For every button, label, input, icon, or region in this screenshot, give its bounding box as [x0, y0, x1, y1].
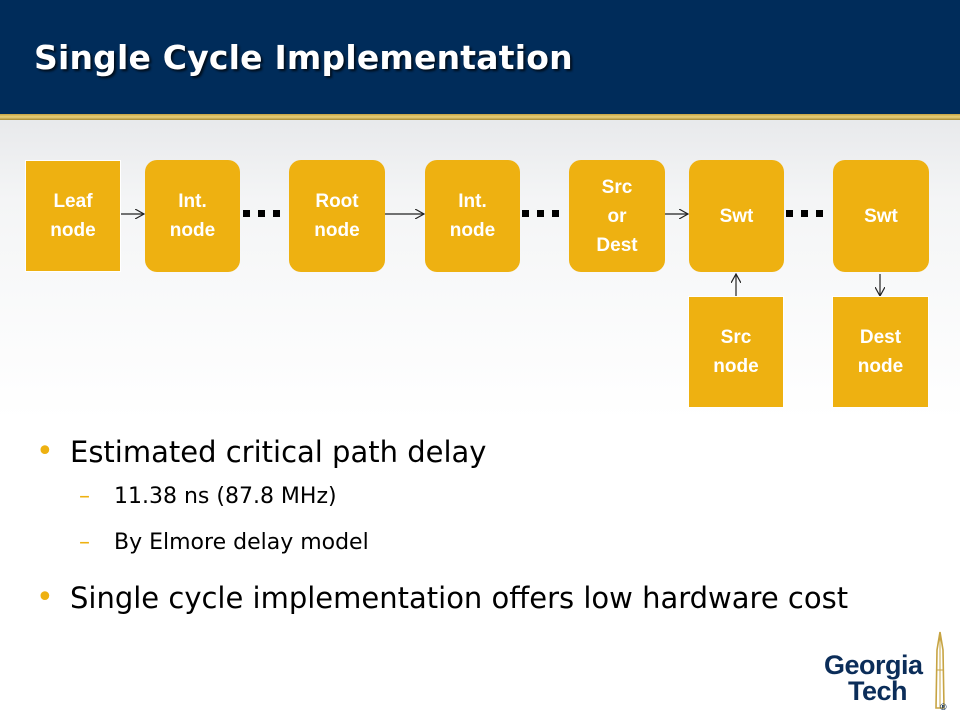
logo-word-georgia: Georgia — [824, 650, 923, 680]
node-root: Root node — [289, 160, 385, 272]
node-int-1: Int. node — [145, 160, 240, 272]
node-dest: Dest node — [832, 296, 929, 408]
logo-word-tech: Tech — [848, 676, 908, 706]
ellipsis-connector — [786, 210, 823, 217]
node-leaf: Leaf node — [25, 160, 121, 272]
registered-mark: ® — [940, 702, 947, 712]
node-src-or-dest: Src or Dest — [569, 160, 665, 272]
node-swt-2: Swt — [833, 160, 929, 272]
georgia-tech-logo: Georgia Tech ® — [822, 630, 952, 714]
node-swt-1: Swt — [689, 160, 784, 272]
slide-header — [0, 0, 960, 114]
bullet-list: Estimated critical path delay 11.38 ns (… — [36, 430, 936, 620]
sub-bullet-item: 11.38 ns (87.8 MHz) — [36, 474, 936, 520]
bullet-item: Estimated critical path delay — [36, 430, 936, 474]
header-gold-rule — [0, 114, 960, 120]
ellipsis-connector — [522, 210, 559, 217]
node-src: Src node — [688, 296, 784, 408]
ellipsis-connector — [243, 210, 280, 217]
sub-bullet-item: By Elmore delay model — [36, 520, 936, 566]
node-int-2: Int. node — [425, 160, 520, 272]
tech-tower-icon — [935, 631, 945, 709]
slide-title: Single Cycle Implementation — [34, 38, 573, 77]
bullet-item: Single cycle implementation offers low h… — [36, 576, 936, 620]
